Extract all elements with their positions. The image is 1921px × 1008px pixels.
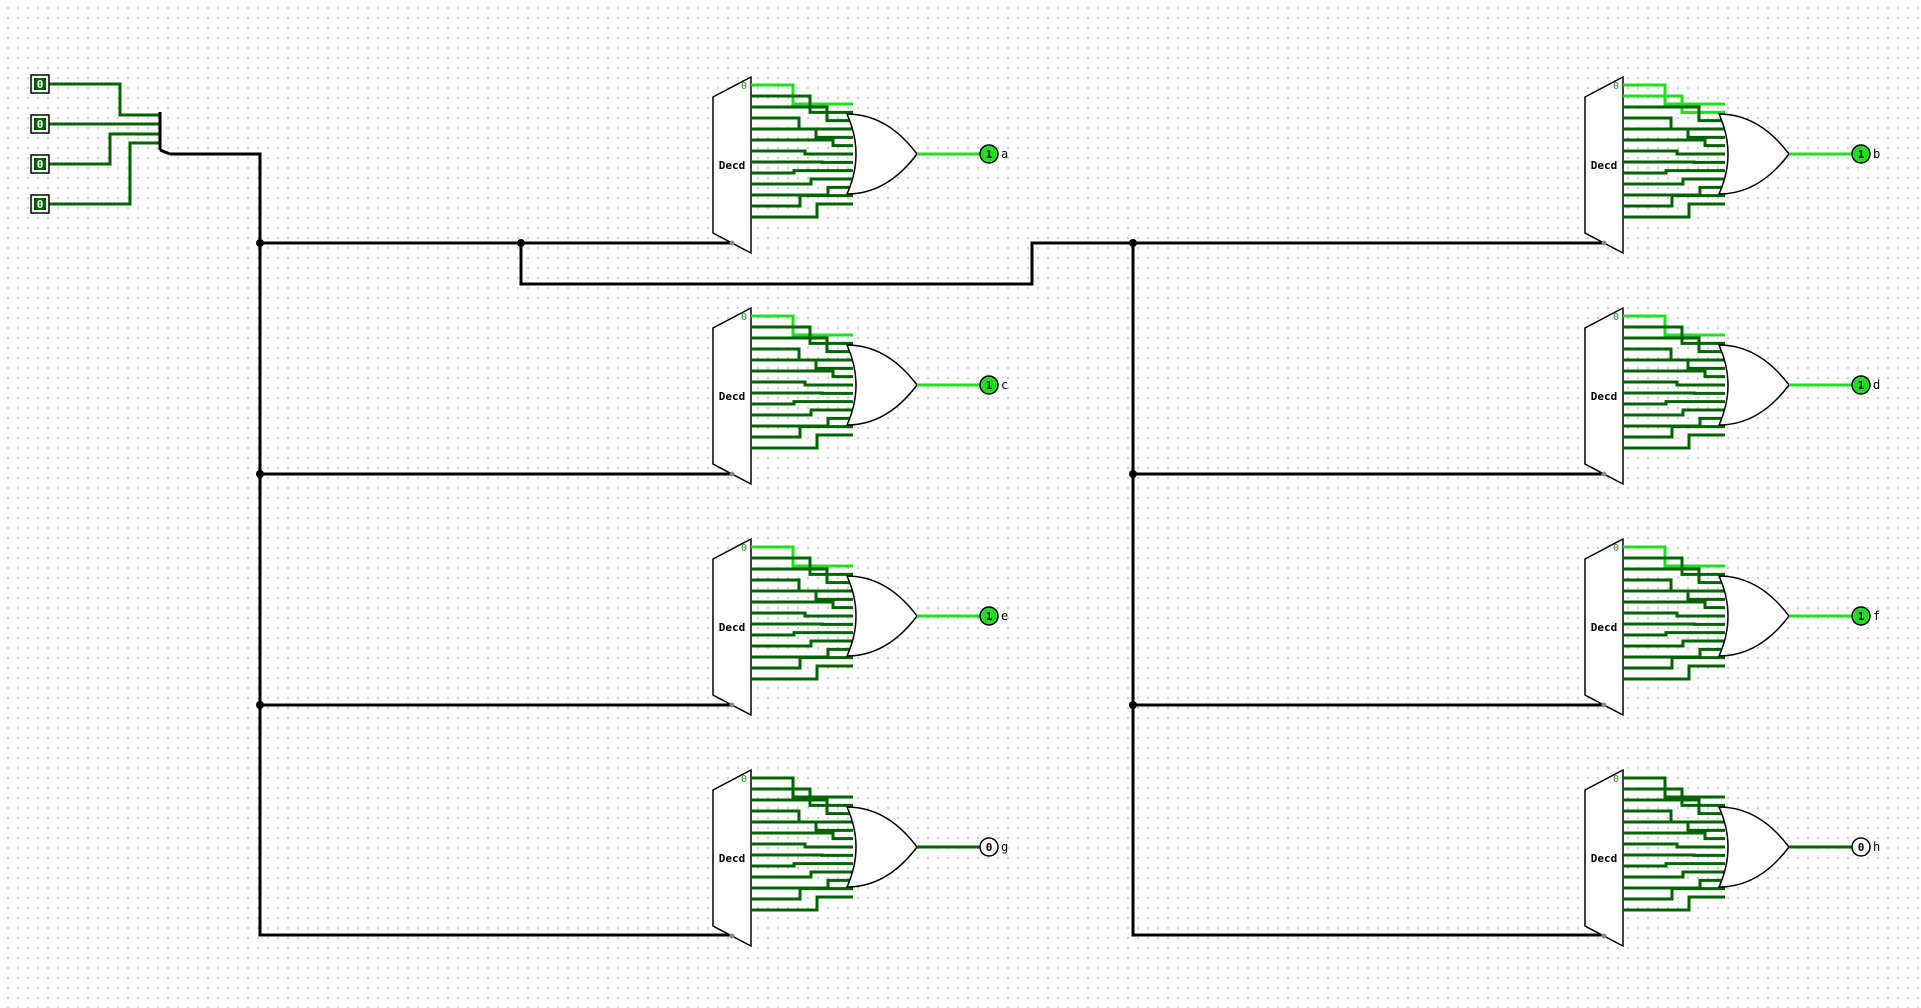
output-label: a	[1001, 147, 1008, 161]
output-label: b	[1873, 147, 1880, 161]
decoder-icon[interactable]: Decd 0	[1584, 306, 1624, 486]
input-pin-2[interactable]: 0	[30, 114, 50, 134]
decoder-wires	[751, 545, 853, 681]
output-led-icon	[1851, 837, 1871, 857]
decoder-output-zero-label: 0	[741, 543, 747, 554]
decoder-icon[interactable]: Decd 0	[1584, 768, 1624, 948]
output-led-icon	[979, 837, 999, 857]
decoder-label: Decd	[1591, 159, 1618, 172]
output-led-icon	[1851, 144, 1871, 164]
output-led-icon	[979, 606, 999, 626]
output-led-icon	[1851, 375, 1871, 395]
decoder-label: Decd	[1591, 852, 1618, 865]
or-gate-icon[interactable]	[1717, 113, 1790, 195]
input-pin-3[interactable]: 0	[30, 154, 50, 174]
input-pin-value: 0	[37, 78, 44, 91]
input-pin-icon	[34, 118, 46, 130]
decoder-icon[interactable]: Decd 0	[712, 537, 752, 717]
output-led-value: 0	[986, 841, 993, 854]
input-pin-icon	[34, 78, 46, 90]
output-led-icon	[1851, 606, 1871, 626]
output-led-value: 1	[986, 610, 993, 623]
output-label: d	[1873, 378, 1880, 392]
decoder-label: Decd	[1591, 390, 1618, 403]
decoder-icon[interactable]: Decd 0	[712, 306, 752, 486]
or-gate-icon[interactable]	[845, 806, 918, 888]
decoder-label: Decd	[1591, 621, 1618, 634]
decoder-wires	[1623, 776, 1725, 912]
output-led-value: 1	[1858, 379, 1865, 392]
or-gate-icon[interactable]	[845, 344, 918, 426]
input-pin-value: 0	[37, 118, 44, 131]
decoder-label: Decd	[719, 390, 746, 403]
output-led-value: 0	[1858, 841, 1865, 854]
input-pin-1[interactable]: 0	[30, 74, 50, 94]
or-gate-icon[interactable]	[1717, 344, 1790, 426]
input-pin-value: 0	[37, 158, 44, 171]
output-label: h	[1873, 840, 1880, 854]
decoder-output-zero-label: 0	[741, 81, 747, 92]
output-led-icon	[979, 375, 999, 395]
output-led-value: 1	[986, 148, 993, 161]
output-label: g	[1001, 840, 1008, 854]
input-pins: 0 0 0 0	[30, 74, 50, 214]
decoder-icon[interactable]: Decd 0	[712, 75, 752, 255]
or-gate-icon[interactable]	[1717, 575, 1790, 657]
decoder-label: Decd	[719, 621, 746, 634]
output-label: c	[1001, 378, 1008, 392]
decoder-label: Decd	[719, 852, 746, 865]
decoder-output-zero-label: 0	[1613, 81, 1619, 92]
decoder-output-zero-label: 0	[1613, 774, 1619, 785]
output-led-value: 1	[986, 379, 993, 392]
decoder-icon[interactable]: Decd 0	[712, 768, 752, 948]
output-led-icon	[979, 144, 999, 164]
or-gate-icon[interactable]	[845, 113, 918, 195]
input-pin-icon	[34, 158, 46, 170]
bus-wires	[40, 82, 1605, 937]
input-pin-4[interactable]: 0	[30, 194, 50, 214]
or-gate-icon[interactable]	[845, 575, 918, 657]
output-label: e	[1001, 609, 1008, 623]
decoder-output-zero-label: 0	[1613, 543, 1619, 554]
output-label: f	[1873, 609, 1880, 623]
decoder-wires	[751, 83, 853, 219]
or-gate-icon[interactable]	[1717, 806, 1790, 888]
input-pin-icon	[34, 198, 46, 210]
decoder-icon[interactable]: Decd 0	[1584, 75, 1624, 255]
output-led-value: 1	[1858, 610, 1865, 623]
output-led-value: 1	[1858, 148, 1865, 161]
decoder-output-zero-label: 0	[741, 774, 747, 785]
decoder-wires	[751, 314, 853, 450]
decoder-icon[interactable]: Decd 0	[1584, 537, 1624, 717]
decoder-wires	[1623, 314, 1725, 450]
decoder-label: Decd	[719, 159, 746, 172]
decoder-wires	[751, 776, 853, 912]
input-pin-value: 0	[37, 198, 44, 211]
decoder-output-zero-label: 0	[741, 312, 747, 323]
decoder-wires	[1623, 545, 1725, 681]
decoder-output-zero-label: 0	[1613, 312, 1619, 323]
decoder-wires	[1623, 83, 1725, 219]
